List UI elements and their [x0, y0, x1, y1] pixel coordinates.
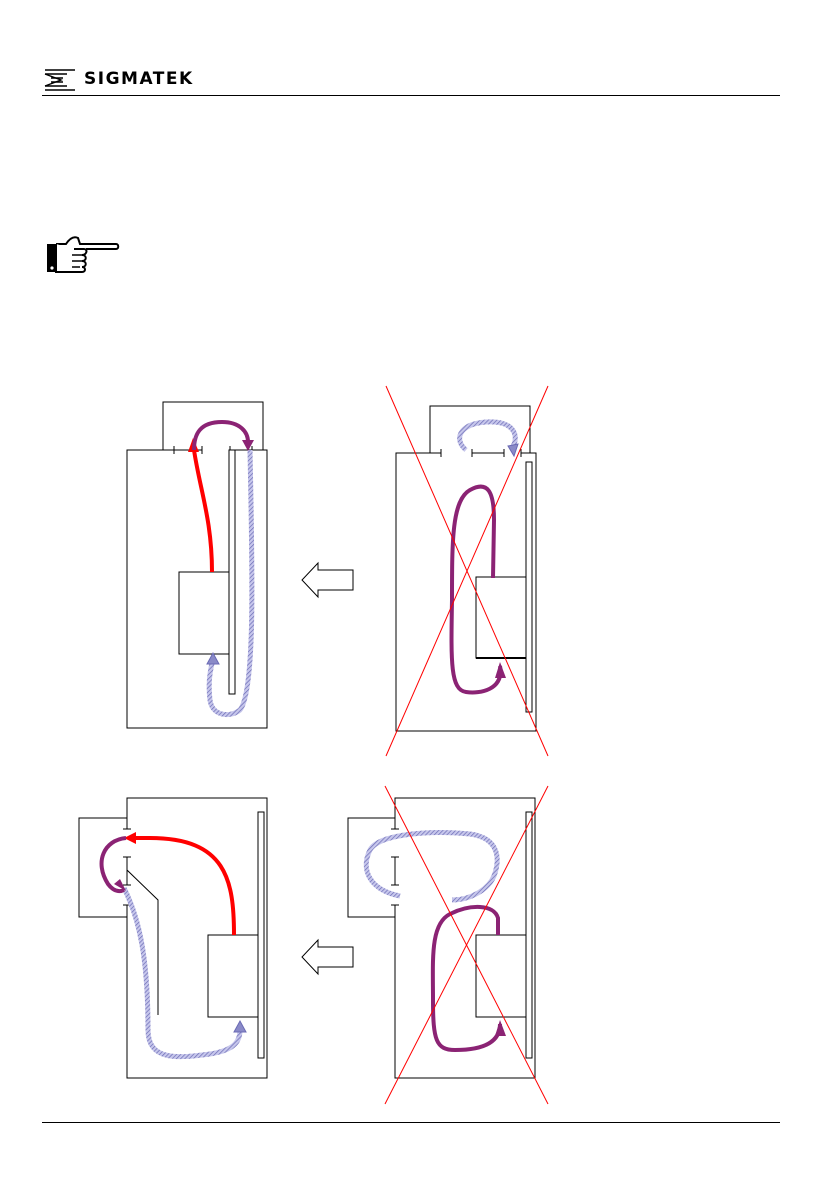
mounting-plate	[526, 462, 532, 712]
sigmatek-logo: SIGMATEK	[42, 68, 242, 92]
hot-air-flow	[132, 838, 234, 935]
side-fan-hood	[348, 818, 395, 917]
airflow-diagrams	[60, 380, 600, 1110]
cool-air-arrowhead	[207, 653, 219, 664]
hot-air-flow	[194, 450, 212, 572]
sigmatek-logo-icon	[42, 68, 78, 92]
figure-roof-fan-incorrect	[386, 386, 548, 756]
pointing-hand-icon	[44, 234, 120, 276]
footer-rule	[42, 1122, 780, 1123]
device-box	[179, 572, 229, 654]
device-box	[476, 935, 526, 1017]
header-rule	[42, 95, 780, 96]
hollow-left-arrow-icon	[302, 563, 353, 597]
figure-side-fan-incorrect	[348, 786, 548, 1104]
mounting-plate	[229, 450, 235, 694]
figure-side-fan-correct	[79, 798, 267, 1078]
mounting-plate	[258, 812, 264, 1058]
mounting-plate	[526, 812, 532, 1058]
device-box	[476, 577, 526, 658]
figure-roof-fan-correct	[127, 402, 267, 728]
hollow-left-arrow-icon	[302, 940, 353, 974]
brand-name: SIGMATEK	[84, 69, 194, 89]
device-box	[208, 935, 258, 1017]
